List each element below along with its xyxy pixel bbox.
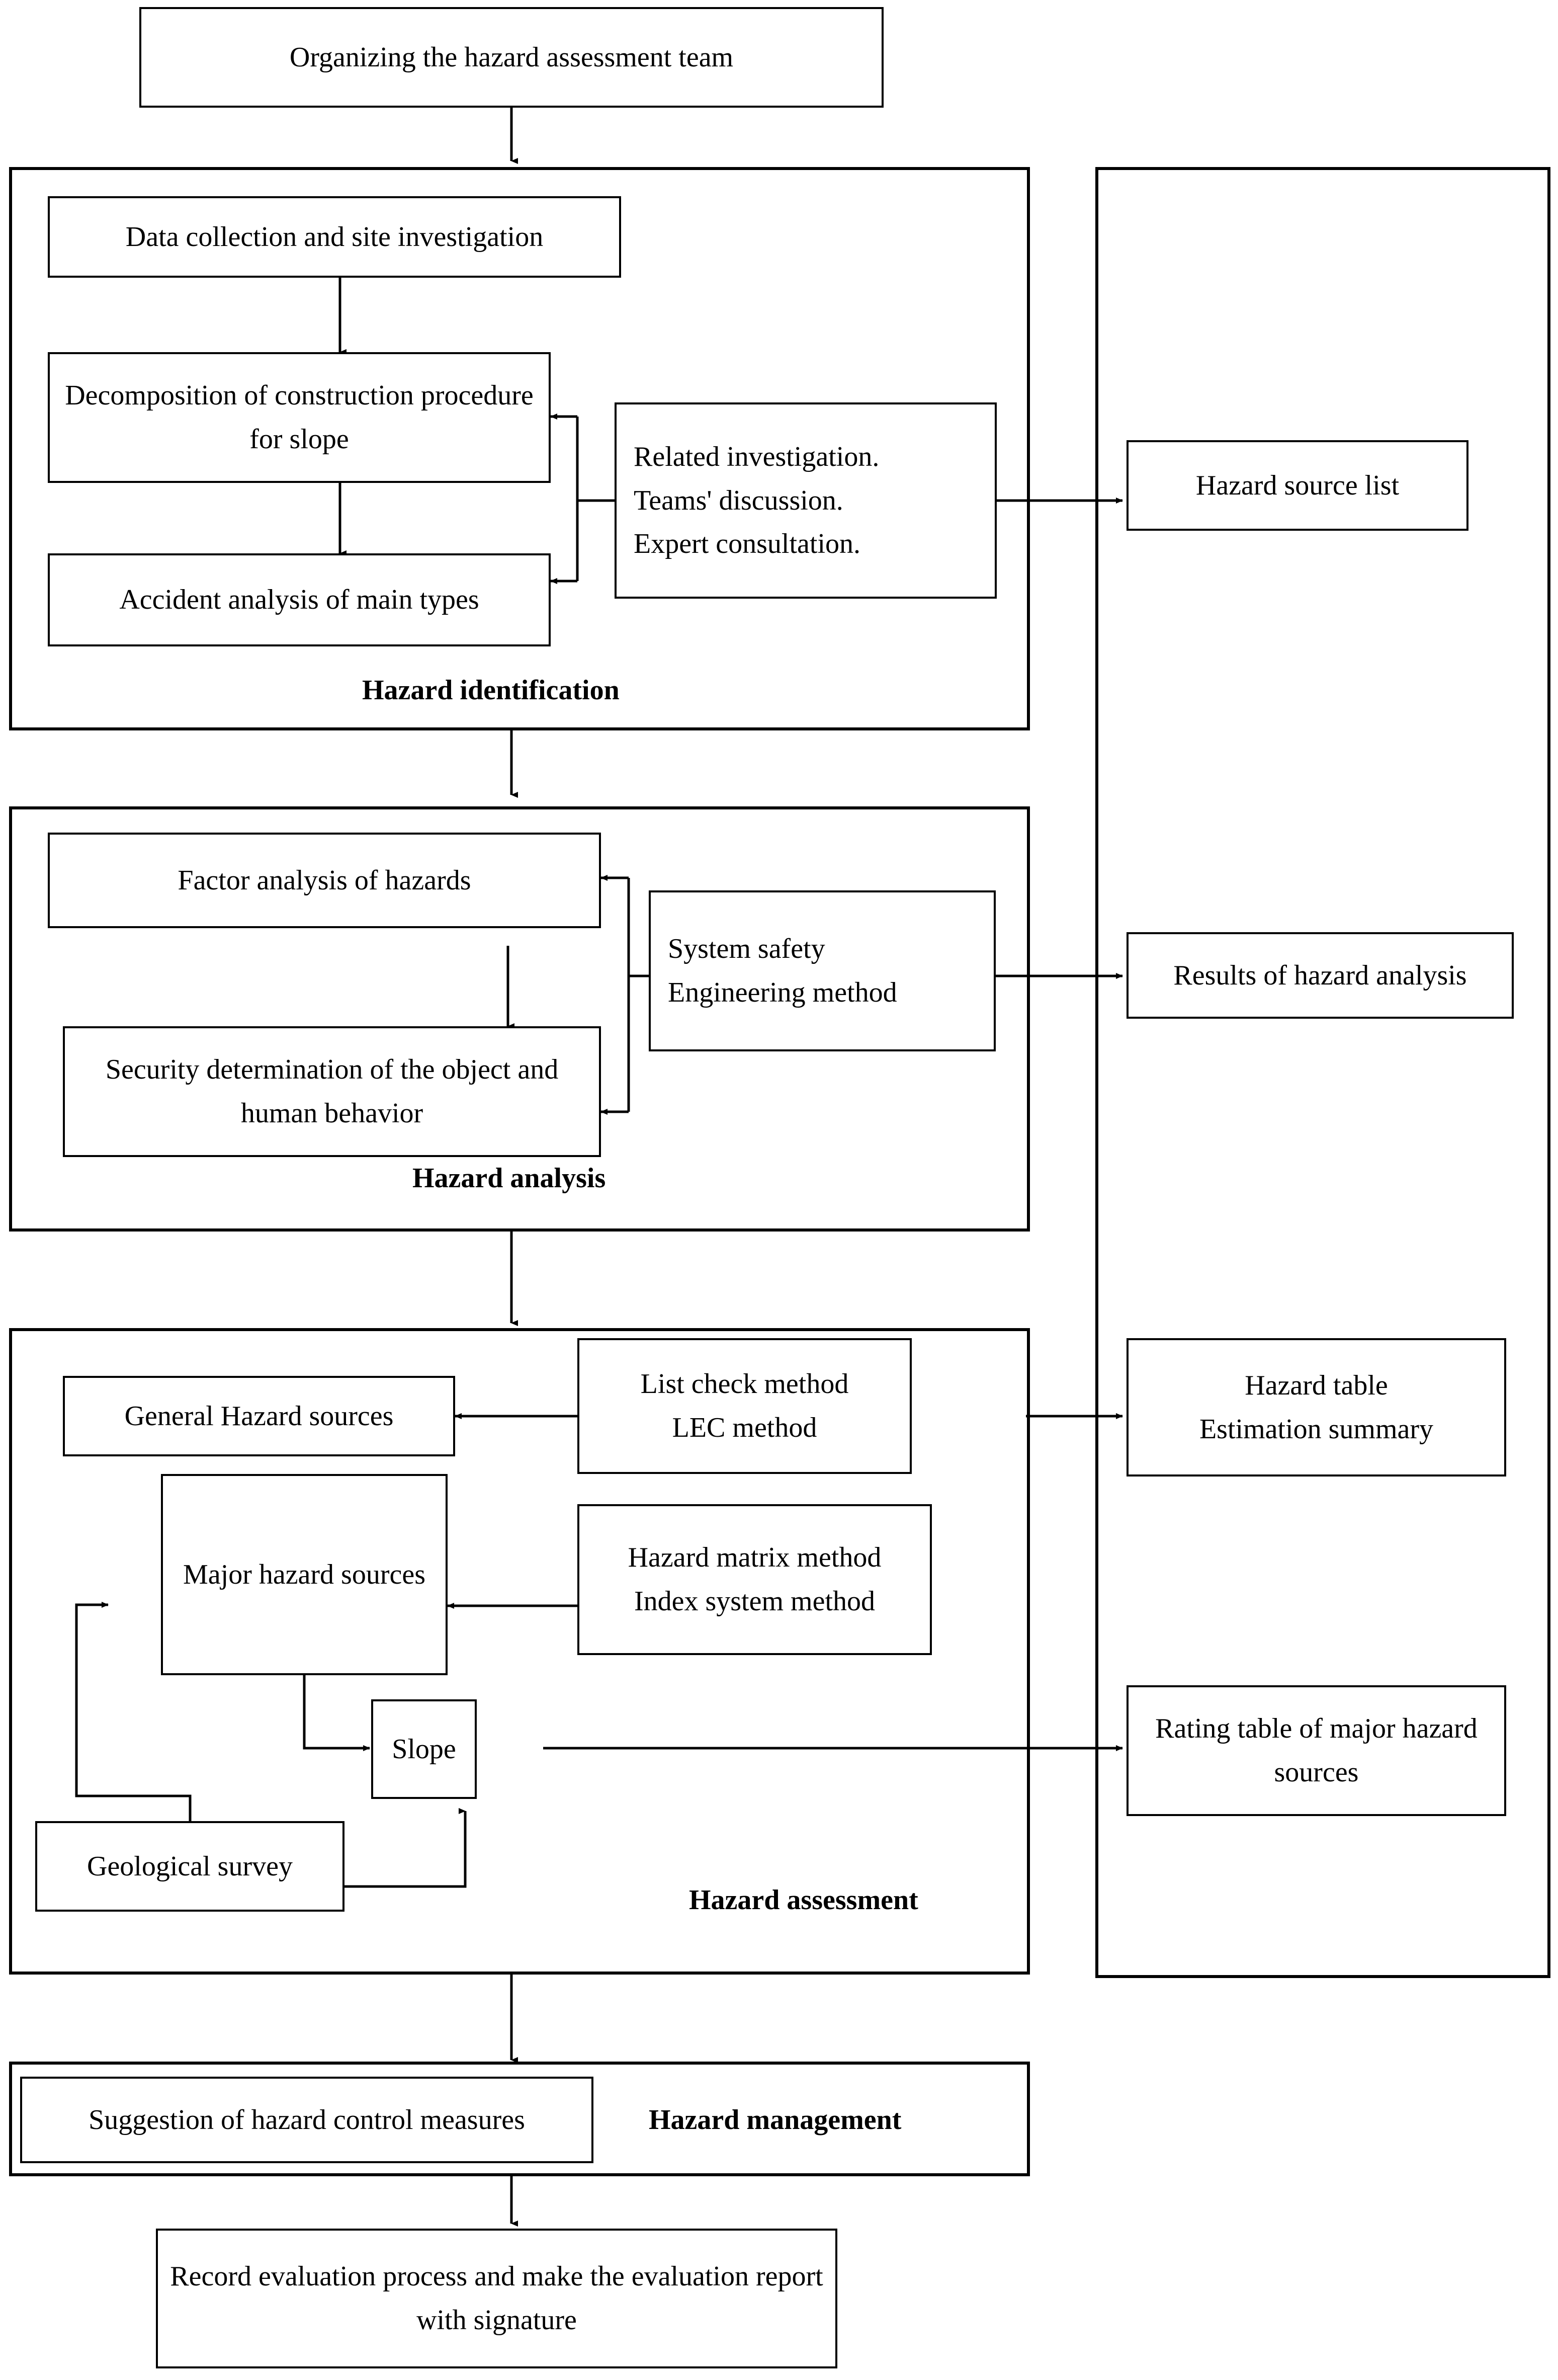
node-label: Organizing the hazard assessment team (289, 41, 734, 73)
edge-geological-to-slope (342, 1808, 467, 1888)
stage-label-hazard-management: Hazard management (649, 2104, 902, 2136)
node-label: Related investigation. Teams' discussion… (634, 441, 880, 560)
node-label: General Hazard sources (124, 1400, 394, 1432)
node-decomposition-construction[interactable]: Decomposition of construction procedure … (48, 352, 551, 483)
stage-label-hazard-assessment: Hazard assessment (689, 1884, 918, 1916)
edge-methods-bracket-analysis (603, 876, 649, 1113)
node-label: Suggestion of hazard control measures (89, 2104, 525, 2136)
node-methods-identification[interactable]: Related investigation. Teams' discussion… (615, 402, 997, 599)
node-hazard-source-list[interactable]: Hazard source list (1127, 440, 1468, 531)
edge-methods-bracket-identification (548, 415, 615, 583)
node-accident-analysis[interactable]: Accident analysis of main types (48, 553, 551, 646)
node-label: Hazard matrix method Index system method (628, 1542, 882, 1617)
node-methods-analysis[interactable]: System safety Engineering method (649, 890, 996, 1051)
edge-geological-to-major (75, 1602, 192, 1856)
stage-container-hazard-assessment (9, 1328, 1030, 1975)
stage-container-hazard-analysis (9, 806, 1030, 1232)
node-label: Slope (392, 1733, 456, 1765)
output-column-container (1095, 167, 1550, 1978)
node-label: Decomposition of construction procedure … (65, 380, 534, 455)
node-results-of-hazard-analysis[interactable]: Results of hazard analysis (1127, 932, 1514, 1019)
node-methods-matrix[interactable]: Hazard matrix method Index system method (577, 1504, 932, 1655)
node-general-hazard-sources[interactable]: General Hazard sources (63, 1376, 455, 1456)
node-label: Record evaluation process and make the e… (170, 2261, 823, 2336)
node-label: System safety Engineering method (668, 933, 897, 1008)
node-label: List check method LEC method (640, 1368, 849, 1443)
node-label: Geological survey (87, 1850, 293, 1882)
stage-container-hazard-management (9, 2062, 1030, 2176)
node-label: Hazard table Estimation summary (1199, 1369, 1434, 1445)
stage-container-hazard-identification (9, 167, 1030, 730)
node-organizing-team[interactable]: Organizing the hazard assessment team (139, 7, 884, 108)
node-factor-analysis[interactable]: Factor analysis of hazards (48, 833, 601, 928)
node-security-determination[interactable]: Security determination of the object and… (63, 1026, 601, 1157)
edge-major-to-slope (303, 1675, 370, 1751)
node-label: Major hazard sources (183, 1558, 425, 1590)
node-rating-table-major-hazard-sources[interactable]: Rating table of major hazard sources (1127, 1685, 1506, 1816)
node-methods-list-check[interactable]: List check method LEC method (577, 1338, 912, 1474)
node-slope[interactable]: Slope (371, 1699, 477, 1799)
node-record-evaluation-report[interactable]: Record evaluation process and make the e… (156, 2229, 837, 2368)
stage-label-hazard-analysis: Hazard analysis (412, 1163, 606, 1194)
node-hazard-table-estimation-summary[interactable]: Hazard table Estimation summary (1127, 1338, 1506, 1476)
node-major-hazard-sources[interactable]: Major hazard sources (161, 1474, 448, 1675)
node-label: Hazard source list (1195, 469, 1400, 501)
node-label: Security determination of the object and… (105, 1054, 559, 1129)
node-label: Data collection and site investigation (125, 221, 544, 253)
stage-label-hazard-identification: Hazard identification (362, 675, 620, 706)
node-label: Rating table of major hazard sources (1155, 1713, 1478, 1788)
node-data-collection[interactable]: Data collection and site investigation (48, 196, 621, 278)
node-label: Results of hazard analysis (1173, 959, 1467, 991)
node-suggestion-control-measures[interactable]: Suggestion of hazard control measures (20, 2077, 593, 2163)
node-label: Accident analysis of main types (119, 584, 479, 616)
node-label: Factor analysis of hazards (178, 864, 471, 896)
node-geological-survey[interactable]: Geological survey (35, 1821, 344, 1912)
